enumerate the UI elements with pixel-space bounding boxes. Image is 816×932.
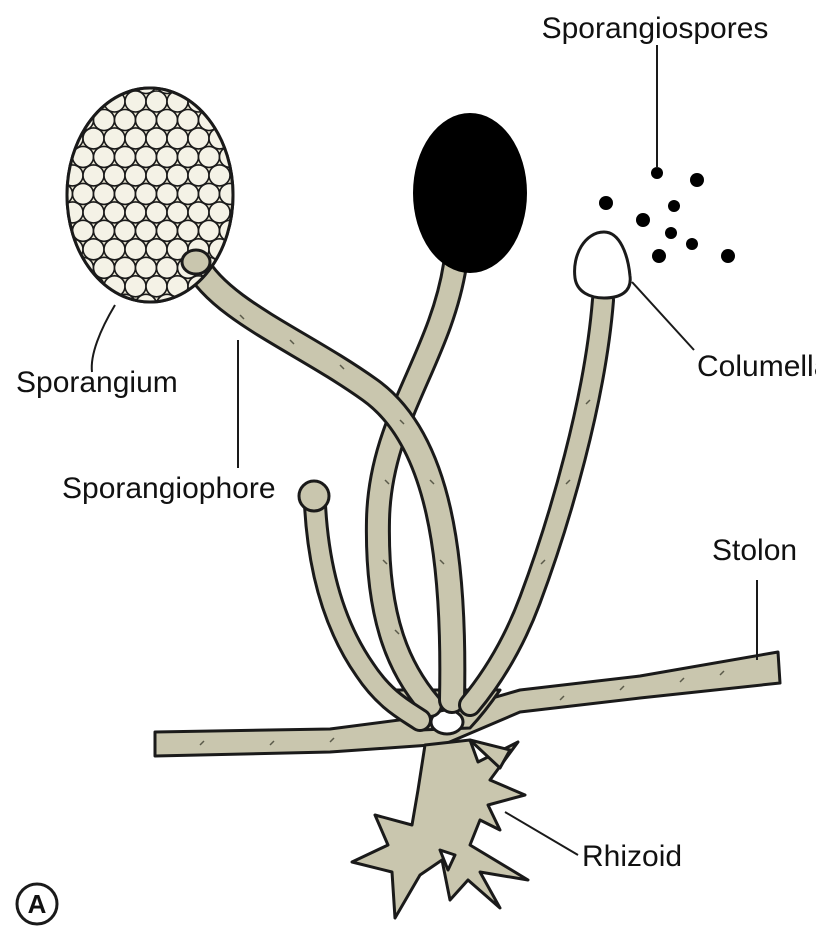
sporangium-spore — [178, 220, 199, 241]
rhizoid — [352, 740, 528, 918]
sporangium-spore — [104, 239, 125, 260]
sporangium-spore — [199, 146, 220, 167]
sporangium-spore — [62, 165, 83, 186]
sporangium-spore — [115, 146, 136, 167]
sporangium-spore — [125, 128, 146, 149]
sporangium-spore — [167, 128, 188, 149]
sporangium-spore — [104, 165, 125, 186]
sporangium-spore — [125, 165, 146, 186]
sporangium-spore — [157, 220, 178, 241]
sporangium-spore — [52, 73, 73, 94]
label-rhizoid: Rhizoid — [582, 840, 682, 873]
sporangium-spore — [83, 165, 104, 186]
black-sporangium — [413, 113, 527, 273]
sporangium-spore — [146, 276, 167, 297]
panel-letter: A — [28, 889, 47, 919]
leader-rhizoid — [505, 812, 578, 855]
sporangium-spore — [52, 257, 73, 278]
sporangium-spore — [220, 257, 241, 278]
sporangium-spore — [83, 276, 104, 297]
sporangium-spore — [104, 202, 125, 223]
label-sporangiospores: Sporangiospores — [542, 12, 769, 45]
sporangium-spore — [125, 91, 146, 112]
sporangium-spore — [73, 220, 94, 241]
sporangium-apophysis — [182, 250, 210, 274]
sporangium-spore — [115, 220, 136, 241]
sporangium-spore — [73, 183, 94, 204]
label-stolon: Stolon — [712, 534, 797, 567]
sporangium-spore — [62, 202, 83, 223]
sporangium-spore — [157, 110, 178, 131]
sporangium-spore — [220, 73, 241, 94]
leader-sporangium — [92, 305, 115, 372]
label-sporangiophore: Sporangiophore — [62, 472, 276, 505]
sporangium-spore — [52, 294, 73, 315]
columella — [575, 232, 631, 298]
sporangium-spore — [199, 220, 220, 241]
sporangium-spore — [209, 202, 230, 223]
sporangium-spore — [178, 146, 199, 167]
sporangium-spore — [220, 110, 241, 131]
leader-columella — [632, 282, 694, 350]
label-sporangium: Sporangium — [16, 366, 178, 399]
sporangium-spore — [83, 202, 104, 223]
sporangium-spore — [188, 202, 209, 223]
sporangium-spore — [199, 183, 220, 204]
sporangium-spore — [125, 276, 146, 297]
sporangium-spore — [199, 73, 220, 94]
sporangium-spore — [178, 73, 199, 94]
sporangium-spore — [83, 239, 104, 260]
sporangium-spore — [146, 202, 167, 223]
sporangium-spore — [52, 183, 73, 204]
sporangium-spore — [125, 239, 146, 260]
sporangium-spore — [136, 257, 157, 278]
sporangium-spore — [115, 110, 136, 131]
sporangium-spore — [136, 220, 157, 241]
sporangium-spore — [94, 220, 115, 241]
sporangium-spore — [146, 165, 167, 186]
sporangium-spore — [220, 183, 241, 204]
sporangium-spore — [209, 165, 230, 186]
label-columella: Columella — [697, 350, 816, 383]
sporangium-spore — [178, 183, 199, 204]
sporangium-spore — [115, 257, 136, 278]
sporangium-spore — [83, 128, 104, 149]
sporangium-spore — [178, 110, 199, 131]
sporangium-spore — [62, 91, 83, 112]
sporangium-spore — [188, 128, 209, 149]
sporangium-spore — [94, 146, 115, 167]
sporangium-spore — [157, 257, 178, 278]
sporangium-spore — [146, 91, 167, 112]
sporangium-spore — [73, 73, 94, 94]
sporangium-spore — [146, 239, 167, 260]
sporangium-spore — [125, 202, 146, 223]
sporangium-spore — [167, 165, 188, 186]
sporangium-spore — [136, 146, 157, 167]
sporangium-spore — [52, 110, 73, 131]
sporangium-spore — [62, 276, 83, 297]
sporangium-spore — [188, 165, 209, 186]
young-sporangium-tip — [299, 481, 329, 511]
sporangium-spore — [157, 183, 178, 204]
sporangium-spore — [136, 294, 157, 315]
sporangium-spore — [73, 294, 94, 315]
sporangium-spore — [209, 91, 230, 112]
sporangium-spore — [136, 183, 157, 204]
sporangium-spore — [94, 183, 115, 204]
sporangium-spore — [136, 110, 157, 131]
sporangium-spore — [178, 294, 199, 315]
sporangium-spore — [157, 146, 178, 167]
sporangium-spore — [104, 128, 125, 149]
sporangium-spore — [167, 202, 188, 223]
sporangium-spore — [115, 183, 136, 204]
sporangium-spore — [94, 73, 115, 94]
sporangium-spore — [146, 128, 167, 149]
